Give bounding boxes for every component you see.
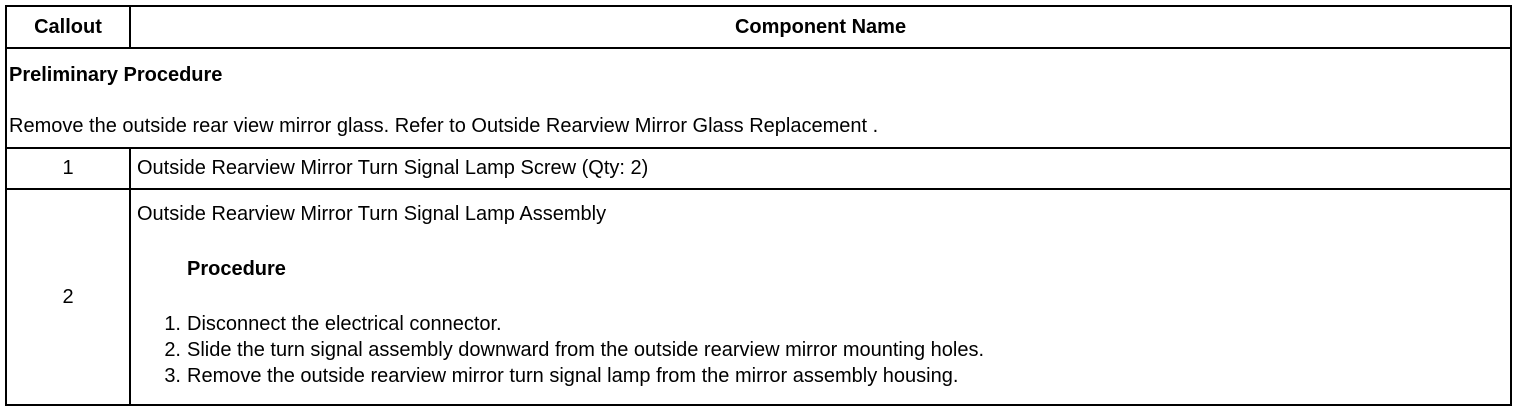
procedure-step: 1. Disconnect the electrical connector. xyxy=(137,311,1510,337)
component-name-cell: Outside Rearview Mirror Turn Signal Lamp… xyxy=(129,188,1512,406)
procedure-heading: Procedure xyxy=(187,258,286,280)
procedure-step: 2. Slide the turn signal assembly downwa… xyxy=(137,337,1510,363)
preliminary-procedure-title: Preliminary Procedure xyxy=(9,64,223,86)
preliminary-procedure-text: Remove the outside rear view mirror glas… xyxy=(9,115,879,137)
table-row: 1 Outside Rearview Mirror Turn Signal La… xyxy=(5,147,1512,190)
step-number: 1. xyxy=(164,313,181,335)
preliminary-procedure-row: Preliminary Procedure Remove the outside… xyxy=(5,47,1512,149)
step-number: 3. xyxy=(164,365,181,387)
step-text: Remove the outside rearview mirror turn … xyxy=(187,365,959,387)
header-row: Callout Component Name xyxy=(5,5,1512,49)
procedure-steps-list: 1. Disconnect the electrical connector. … xyxy=(137,311,1510,389)
component-name-column-header: Component Name xyxy=(129,5,1512,49)
callout-cell: 1 xyxy=(5,147,131,190)
callout-column-header: Callout xyxy=(5,5,131,49)
component-name-cell: Outside Rearview Mirror Turn Signal Lamp… xyxy=(129,147,1512,190)
table-row: 2 Outside Rearview Mirror Turn Signal La… xyxy=(5,188,1512,406)
callout-cell: 2 xyxy=(5,188,131,406)
step-number: 2. xyxy=(164,339,181,361)
component-table: Callout Component Name Preliminary Proce… xyxy=(5,5,1512,406)
component-name-text: Outside Rearview Mirror Turn Signal Lamp… xyxy=(137,203,607,225)
preliminary-procedure-cell: Preliminary Procedure Remove the outside… xyxy=(5,47,1512,149)
step-text: Slide the turn signal assembly downward … xyxy=(187,339,985,361)
step-text: Disconnect the electrical connector. xyxy=(187,313,502,335)
procedure-step: 3. Remove the outside rearview mirror tu… xyxy=(137,363,1510,389)
